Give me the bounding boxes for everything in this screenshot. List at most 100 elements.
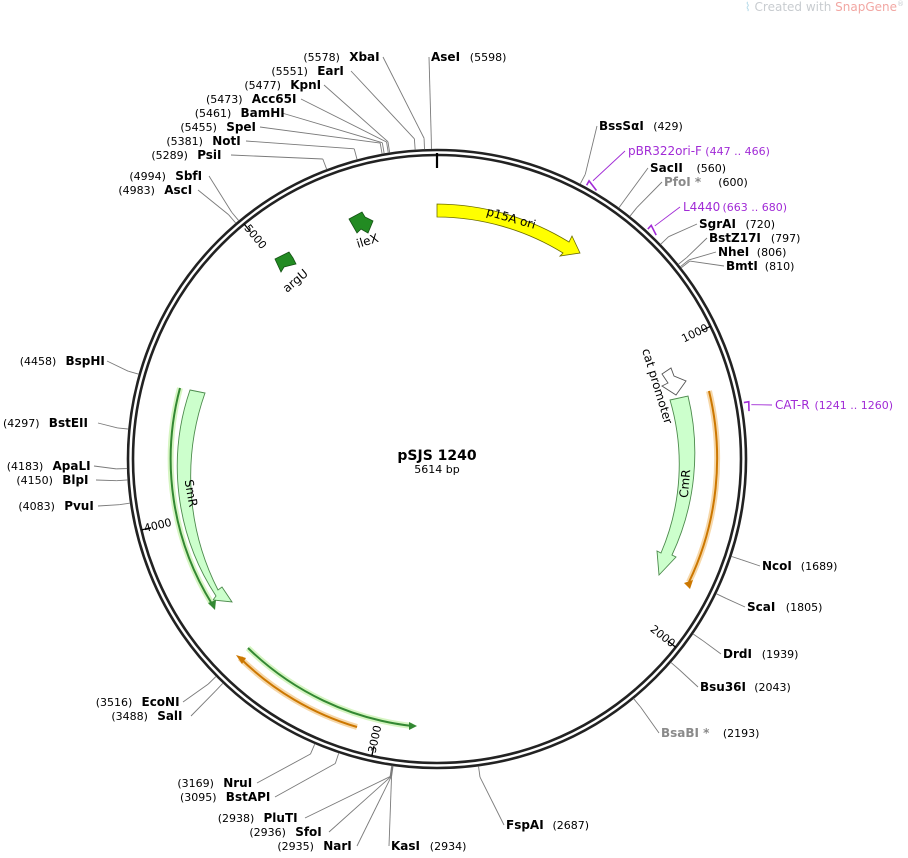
site-leader (670, 662, 680, 670)
site-econi[interactable]: EcoNI(3516) (96, 676, 217, 709)
site-apali[interactable]: ApaLI(4183) (7, 459, 128, 473)
site-leader (668, 223, 698, 238)
site-asci[interactable]: AscI(4983) (118, 183, 237, 224)
primer-pbr322ori-f[interactable]: pBR322ori-F(447 .. 466) (585, 144, 770, 191)
site-asei[interactable]: AseI(5598) (428, 50, 506, 150)
site-leader (686, 237, 708, 258)
site-bsphi[interactable]: BspHI(4458) (20, 354, 139, 375)
site-position: (2936) (249, 826, 286, 839)
site-name: XbaI (349, 50, 379, 64)
site-pvui[interactable]: PvuI(4083) (18, 499, 131, 513)
feature-p15a-ori[interactable]: p15A ori (436, 203, 581, 257)
site-ncoi[interactable]: NcoI(1689) (731, 555, 837, 573)
site-bmti[interactable]: BmtI(810) (680, 259, 795, 273)
site-bamhi[interactable]: BamHI(5461) (195, 106, 385, 154)
site-eari[interactable]: EarI(5551) (271, 64, 416, 150)
site-leader (741, 559, 761, 567)
site-leader (725, 598, 746, 608)
site-leader (680, 260, 691, 269)
site-leader (389, 765, 393, 777)
site-leader (387, 141, 391, 153)
tick-mark (701, 325, 711, 332)
site-name: BstAPI (226, 790, 271, 804)
site-position: (5461) (195, 107, 232, 120)
site-blpi[interactable]: BlpI(4150) (16, 473, 128, 487)
site-leader (304, 776, 391, 819)
site-leader (334, 752, 340, 764)
site-leader (259, 126, 381, 144)
site-leader (701, 639, 722, 655)
site-position: (2935) (277, 840, 314, 853)
site-position: (4150) (16, 474, 53, 487)
site-leader (388, 776, 392, 847)
primer-leader (654, 206, 681, 227)
primer-leader (592, 150, 626, 182)
feature-label-ilex: ileX (355, 231, 380, 251)
site-xbai[interactable]: XbaI(5578) (303, 50, 425, 150)
site-kpni[interactable]: KpnI(5477) (244, 78, 391, 153)
site-leader (356, 776, 392, 847)
site-leader (624, 167, 649, 200)
site-bstapi[interactable]: BstAPI(3095) (180, 752, 340, 804)
site-position: (5473) (206, 93, 243, 106)
site-leader (197, 189, 229, 216)
tick-label: 3000 (366, 724, 385, 754)
site-name: BstEII (49, 416, 88, 430)
feature-argu[interactable]: argU (274, 251, 311, 295)
site-bsu36i[interactable]: Bsu36I(2043) (670, 662, 791, 694)
site-bstz17i[interactable]: BstZ17I(797) (677, 231, 800, 265)
site-kasi[interactable]: KasI(2934) (388, 765, 467, 853)
site-fspai[interactable]: FspAI(2687) (478, 766, 590, 832)
site-position: (810) (765, 260, 795, 273)
primer-cat-r[interactable]: CAT-R(1241 .. 1260) (743, 398, 893, 412)
site-name: BsaBI * (661, 726, 710, 740)
site-position: (806) (757, 246, 787, 259)
feature-ilex[interactable]: ileX (348, 211, 380, 251)
site-name: AscI (164, 183, 192, 197)
site-leader (716, 593, 727, 599)
feature-smr[interactable]: SmR (176, 389, 233, 603)
site-position: (429) (653, 120, 683, 133)
site-nhei[interactable]: NheI(806) (679, 245, 787, 268)
site-sgrai[interactable]: SgrAI(720) (660, 217, 775, 245)
site-name: NarI (323, 839, 352, 853)
site-leader (300, 98, 387, 143)
site-name: SacII (650, 161, 683, 175)
site-bsteii[interactable]: BstEII(4297) (3, 416, 129, 430)
site-psii[interactable]: PsiI(5289) (151, 148, 328, 170)
site-scai[interactable]: ScaI(1805) (716, 593, 822, 614)
site-sacii[interactable]: SacII(560) (618, 161, 726, 209)
site-name: NruI (223, 776, 252, 790)
site-bsabi[interactable]: BsaBI *(2193) (633, 698, 760, 740)
site-leader (97, 504, 120, 507)
site-position: (5289) (151, 149, 188, 162)
site-position: (2934) (430, 840, 467, 853)
site-name: SfoI (295, 825, 322, 839)
site-leader (256, 753, 311, 784)
site-leader (428, 56, 432, 139)
site-nrui[interactable]: NruI(3169) (177, 743, 316, 790)
site-sali[interactable]: SalI(3488) (111, 682, 224, 723)
site-acc65i[interactable]: Acc65I (5473) (206, 92, 389, 153)
feature-label-cmr: CmR (677, 469, 693, 499)
site-noti[interactable]: NotI(5381) (166, 134, 358, 160)
feature-cmr[interactable]: CmR (656, 395, 696, 577)
site-leader (116, 479, 128, 482)
site-pluti[interactable]: PluTI(2938) (218, 765, 393, 825)
site-sbfi[interactable]: SbfI(4994) (129, 169, 240, 221)
site-name: Acc65I (252, 92, 297, 106)
site-bsss-i[interactable]: BssSαI(429) (579, 119, 683, 185)
site-position: (3488) (111, 710, 148, 723)
tick-2000: 2000 (648, 623, 678, 651)
site-pfoi[interactable]: PfoI *(600) (629, 175, 748, 217)
site-name: KpnI (290, 78, 321, 92)
site-leader (328, 776, 392, 833)
site-drdi[interactable]: DrdI(1939) (692, 633, 798, 661)
site-leader (390, 765, 393, 777)
site-spei[interactable]: SpeI(5455) (180, 120, 383, 154)
site-nari[interactable]: NarI (2935) (277, 765, 394, 853)
site-sfoi[interactable]: SfoI (2936) (249, 765, 393, 839)
site-leader (93, 465, 117, 470)
primer-l4440[interactable]: L4440(663 .. 680) (647, 200, 787, 236)
